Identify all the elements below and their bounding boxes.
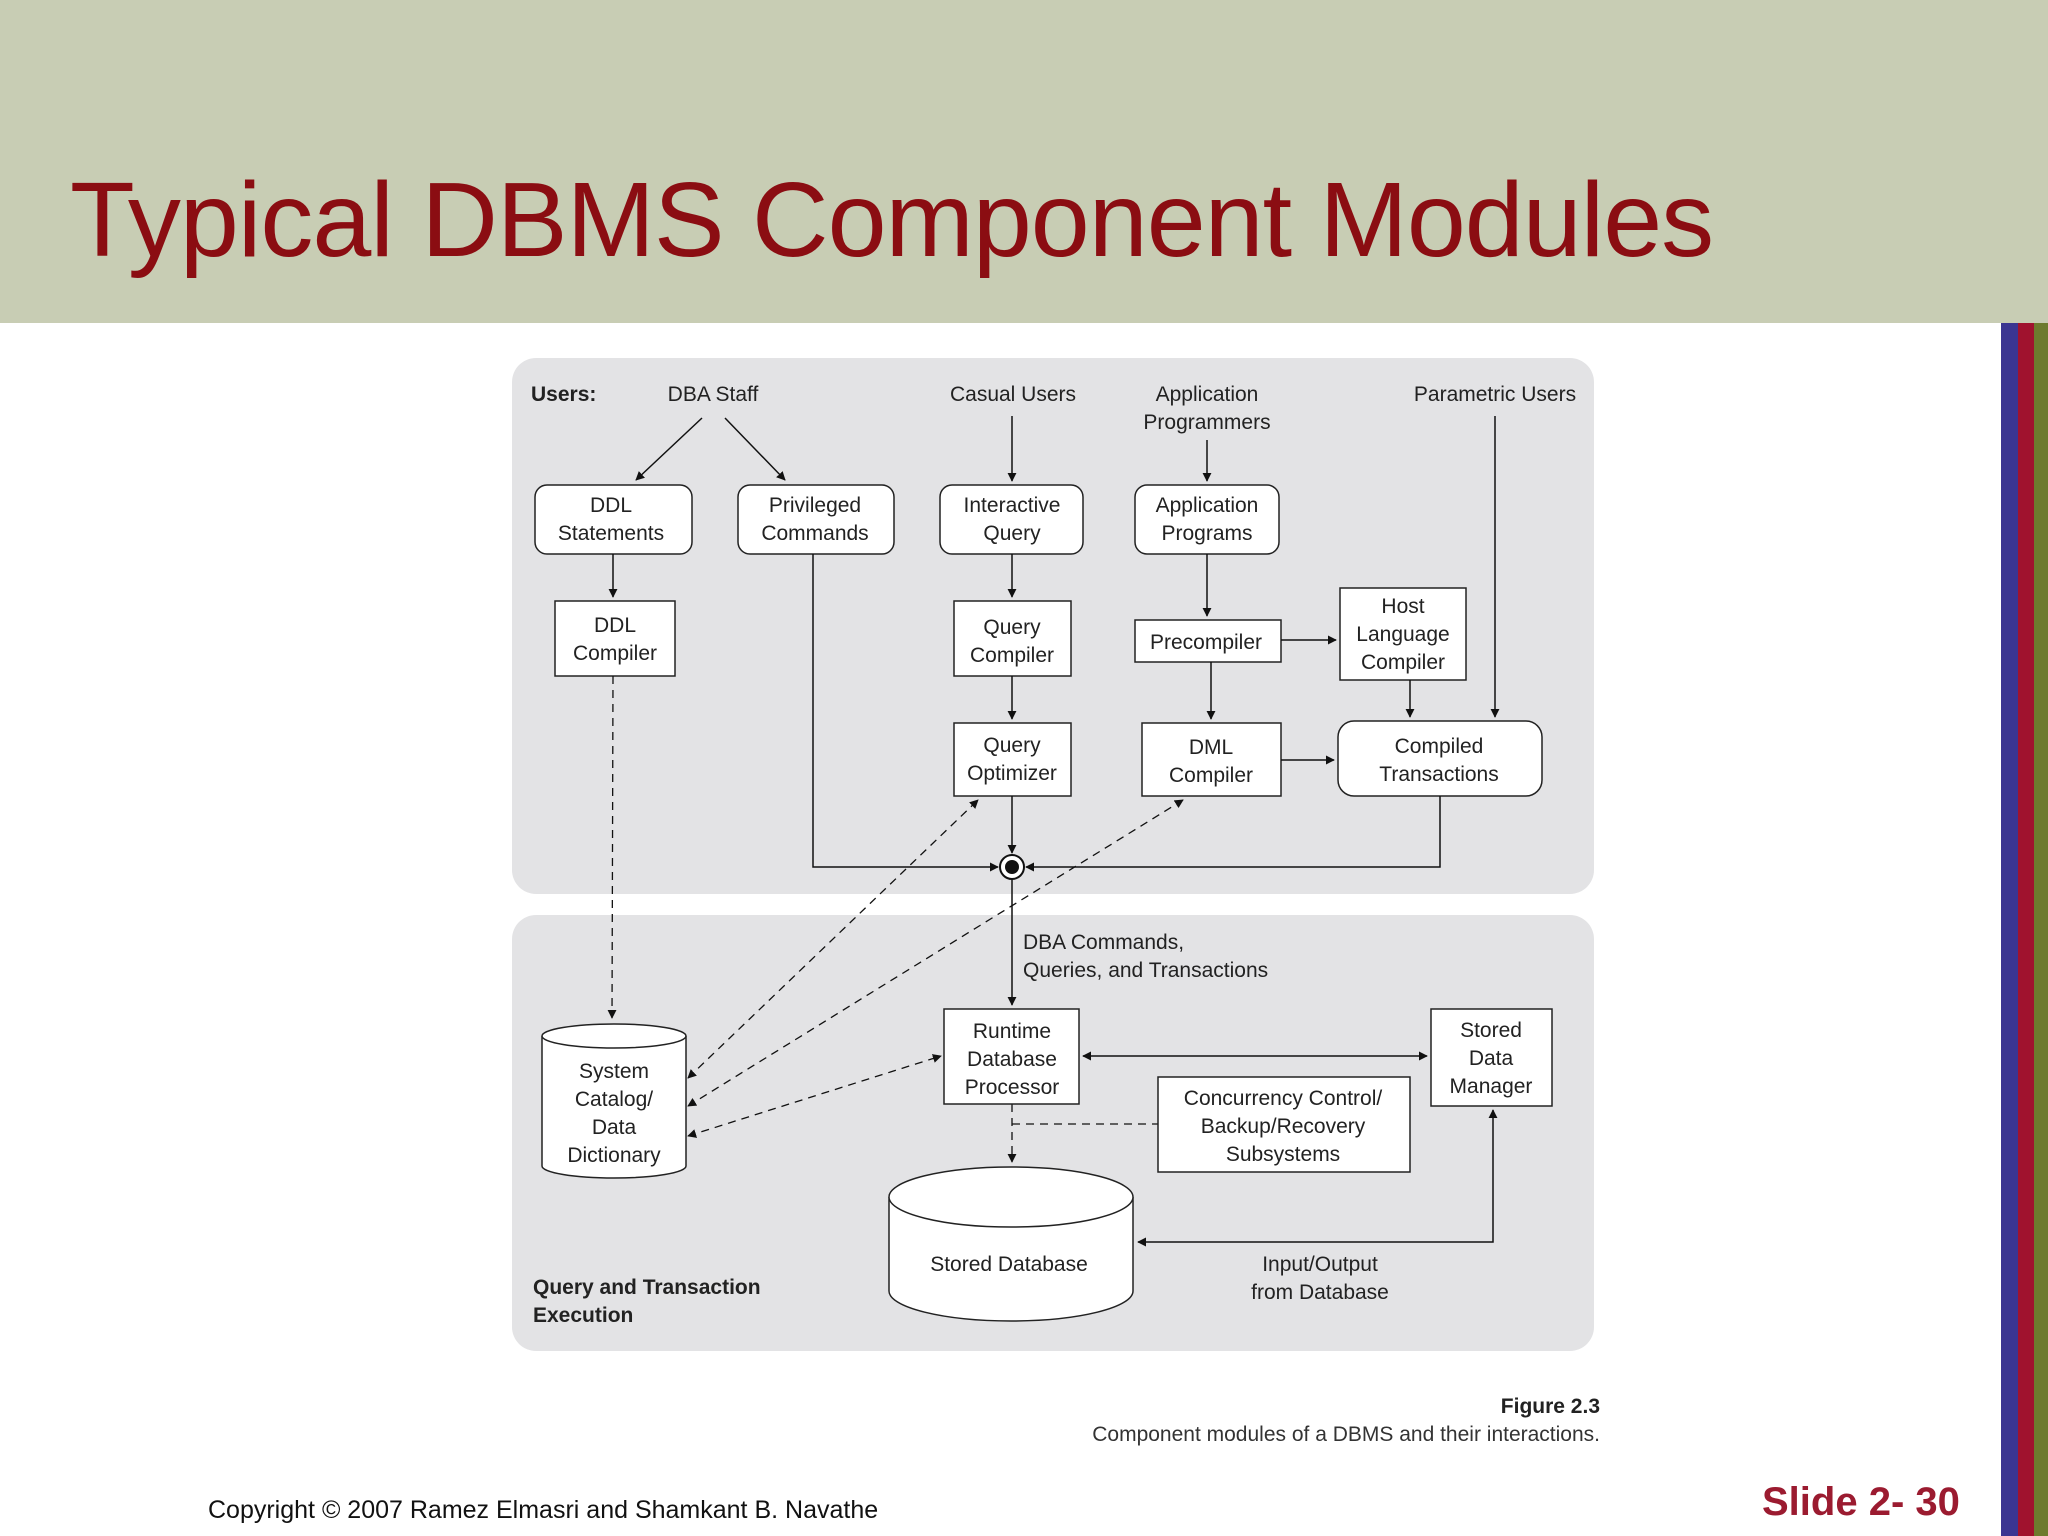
ddl-compiler-box: DDL Compiler bbox=[554, 600, 676, 677]
svg-text:Host: Host bbox=[1381, 595, 1424, 618]
stored-database-cylinder: Stored Database bbox=[888, 1166, 1134, 1322]
svg-text:DDL: DDL bbox=[594, 614, 636, 637]
svg-text:Application: Application bbox=[1156, 494, 1259, 517]
svg-text:Statements: Statements bbox=[558, 522, 664, 545]
svg-text:Backup/Recovery: Backup/Recovery bbox=[1201, 1115, 1366, 1138]
execution-label: Query and Transaction bbox=[533, 1276, 761, 1299]
slide-title: Typical DBMS Component Modules bbox=[70, 161, 1714, 279]
svg-text:Runtime: Runtime bbox=[973, 1020, 1051, 1043]
concurrency-control-box: Concurrency Control/ Backup/Recovery Sub… bbox=[1157, 1076, 1411, 1173]
svg-text:Language: Language bbox=[1356, 623, 1449, 646]
host-language-compiler-box: Host Language Compiler bbox=[1339, 587, 1467, 681]
dba-staff-label: DBA Staff bbox=[668, 383, 759, 406]
svg-text:Programs: Programs bbox=[1161, 522, 1252, 545]
svg-text:Privileged: Privileged bbox=[769, 494, 861, 517]
casual-users-label: Casual Users bbox=[950, 383, 1076, 406]
accent-stripe-red bbox=[2018, 323, 2034, 1536]
svg-text:Catalog/: Catalog/ bbox=[575, 1088, 653, 1111]
svg-text:Query: Query bbox=[983, 734, 1041, 757]
accent-stripe-blue bbox=[2001, 323, 2018, 1536]
svg-text:Compiler: Compiler bbox=[970, 644, 1054, 667]
svg-text:Data: Data bbox=[592, 1116, 637, 1139]
flow-label-line2: Queries, and Transactions bbox=[1023, 959, 1268, 982]
svg-text:Concurrency Control/: Concurrency Control/ bbox=[1184, 1087, 1383, 1110]
svg-text:Data: Data bbox=[1469, 1047, 1514, 1070]
svg-text:Query: Query bbox=[983, 522, 1041, 545]
svg-text:Precompiler: Precompiler bbox=[1150, 631, 1262, 654]
io-label-line2: from Database bbox=[1251, 1281, 1389, 1304]
application-programmers-label: Application bbox=[1156, 383, 1259, 406]
runtime-database-processor-box: Runtime Database Processor bbox=[943, 1008, 1080, 1105]
svg-text:Optimizer: Optimizer bbox=[967, 762, 1057, 785]
application-programs-box: Application Programs bbox=[1134, 484, 1280, 555]
slide-header: Typical DBMS Component Modules bbox=[0, 0, 2048, 323]
svg-text:Database: Database bbox=[967, 1048, 1057, 1071]
execution-label-line2: Execution bbox=[533, 1304, 633, 1327]
application-programmers-label-line2: Programmers bbox=[1143, 411, 1270, 434]
privileged-commands-box: Privileged Commands bbox=[737, 484, 895, 555]
dashed-arrows bbox=[607, 675, 1184, 1163]
users-label: Users: bbox=[531, 383, 596, 406]
parametric-users-label: Parametric Users bbox=[1414, 383, 1576, 406]
query-optimizer-box: Query Optimizer bbox=[953, 722, 1072, 797]
figure-caption: Component modules of a DBMS and their in… bbox=[1092, 1423, 1600, 1446]
svg-text:DDL: DDL bbox=[590, 494, 632, 517]
dml-compiler-box: DML Compiler bbox=[1141, 722, 1282, 797]
svg-text:DML: DML bbox=[1189, 736, 1233, 759]
compiled-transactions-box: Compiled Transactions bbox=[1337, 720, 1543, 797]
io-label: Input/Output bbox=[1262, 1253, 1378, 1276]
svg-text:Subsystems: Subsystems bbox=[1226, 1143, 1340, 1166]
svg-text:Transactions: Transactions bbox=[1379, 763, 1498, 786]
svg-text:Compiled: Compiled bbox=[1395, 735, 1484, 758]
interactive-query-box: Interactive Query bbox=[939, 484, 1084, 555]
svg-text:Interactive: Interactive bbox=[964, 494, 1061, 517]
figure-label: Figure 2.3 bbox=[1500, 1395, 1600, 1418]
svg-text:Compiler: Compiler bbox=[573, 642, 657, 665]
system-catalog-cylinder: System Catalog/ Data Dictionary bbox=[541, 1023, 687, 1179]
flow-label: DBA Commands, bbox=[1023, 931, 1184, 954]
svg-text:Commands: Commands bbox=[761, 522, 868, 545]
accent-stripe-olive bbox=[2034, 323, 2048, 1536]
junction-node bbox=[999, 854, 1025, 880]
stored-data-manager-box: Stored Data Manager bbox=[1430, 1008, 1553, 1107]
ddl-statements-box: DDL Statements bbox=[534, 484, 693, 555]
svg-text:Query: Query bbox=[983, 616, 1041, 639]
svg-text:Compiler: Compiler bbox=[1169, 764, 1253, 787]
copyright-notice: Copyright © 2007 Ramez Elmasri and Shamk… bbox=[208, 1496, 879, 1524]
svg-text:System: System bbox=[579, 1060, 649, 1083]
svg-text:Dictionary: Dictionary bbox=[567, 1144, 661, 1167]
svg-text:Stored: Stored bbox=[1460, 1019, 1522, 1042]
svg-text:Processor: Processor bbox=[965, 1076, 1060, 1099]
svg-text:Stored Database: Stored Database bbox=[930, 1253, 1088, 1276]
precompiler-box: Precompiler bbox=[1134, 619, 1282, 663]
slide-number: Slide 2- 30 bbox=[1762, 1480, 1960, 1524]
query-compiler-box: Query Compiler bbox=[953, 600, 1072, 677]
svg-text:Compiler: Compiler bbox=[1361, 651, 1445, 674]
svg-text:Manager: Manager bbox=[1450, 1075, 1533, 1098]
